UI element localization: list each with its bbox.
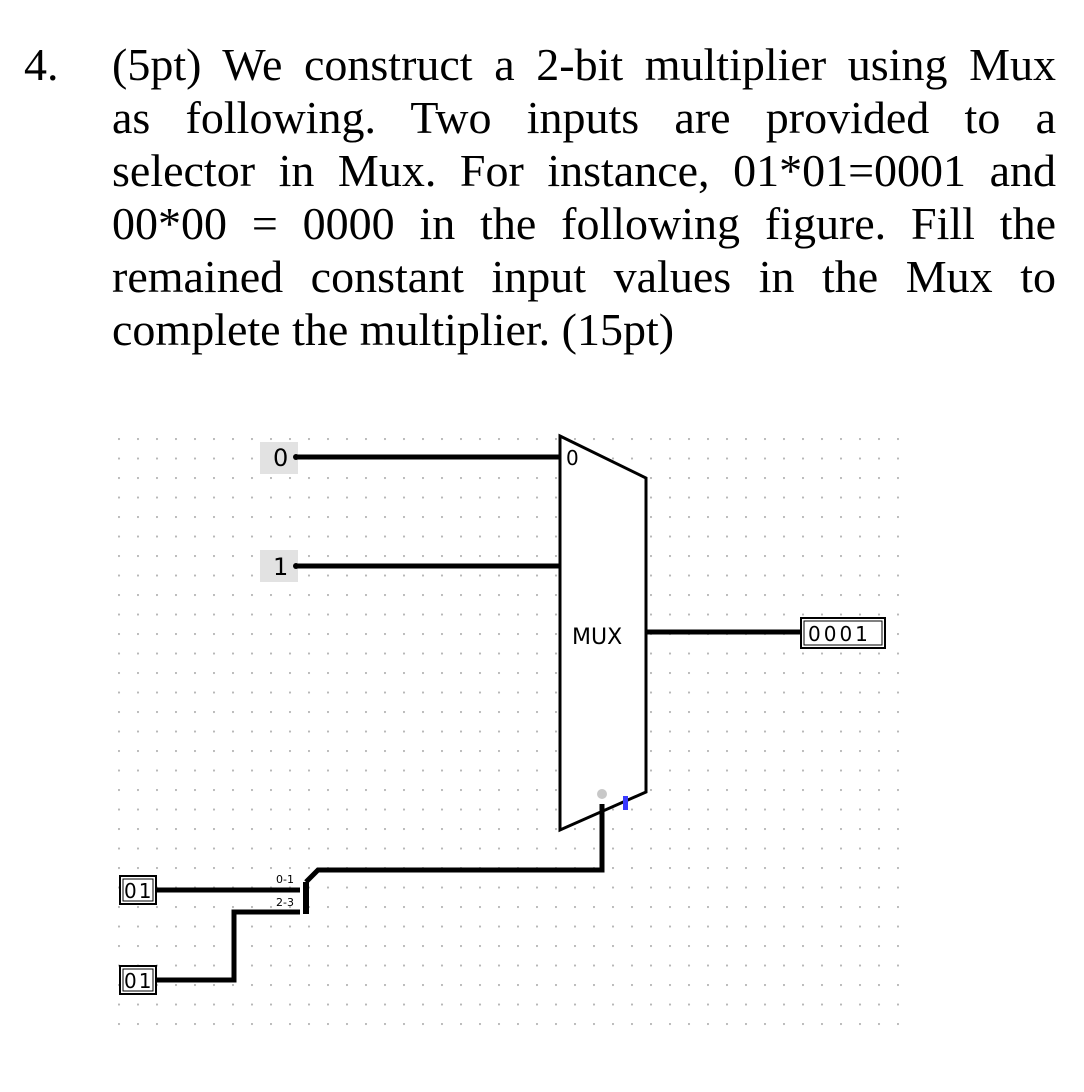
input-a-pin-inner (122, 878, 154, 902)
constant-1-label: 1 (273, 553, 288, 581)
wire-select (304, 804, 605, 884)
mux-label: MUX (572, 625, 622, 650)
splitter-label-2-3: 2-3 (276, 896, 294, 909)
splitter-label-0-1: 0-1 (276, 873, 294, 886)
output-probe-inner (803, 620, 883, 646)
mux-port-0-label: 0 (566, 446, 579, 470)
question-line-1: (5pt) We construct a 2-bit multiplier us… (112, 39, 1056, 90)
input-a-pin-box (119, 875, 157, 905)
question-number: 4. (24, 39, 59, 90)
output-value: 0001 (808, 622, 871, 646)
constant-0-label: 0 (273, 444, 288, 472)
constant-0-box (260, 442, 298, 474)
grid-background (116, 436, 916, 1036)
input-b-value: 01 (124, 969, 153, 993)
input-b-pin-inner (122, 968, 154, 992)
question-line-6: complete the multiplier. (15pt) (112, 304, 675, 355)
input-a-value: 01 (124, 879, 153, 903)
constant-1-box (260, 550, 298, 582)
mux-body (558, 433, 648, 833)
question-line-2: as following. Two inputs are provided to… (112, 92, 1056, 143)
question-line-4: 00*00 = 0000 in the following figure. Fi… (112, 198, 1056, 249)
mux-select-indicator (623, 796, 628, 810)
question-line-3: selector in Mux. For instance, 01*01=000… (112, 145, 1056, 196)
question-text: (5pt) We construct a 2-bit multiplier us… (112, 38, 1056, 356)
mux-enable-pin (597, 789, 607, 799)
question-line-5: remained constant input values in the Mu… (112, 251, 1056, 302)
output-probe (800, 617, 886, 649)
wire-input-b (156, 909, 300, 983)
